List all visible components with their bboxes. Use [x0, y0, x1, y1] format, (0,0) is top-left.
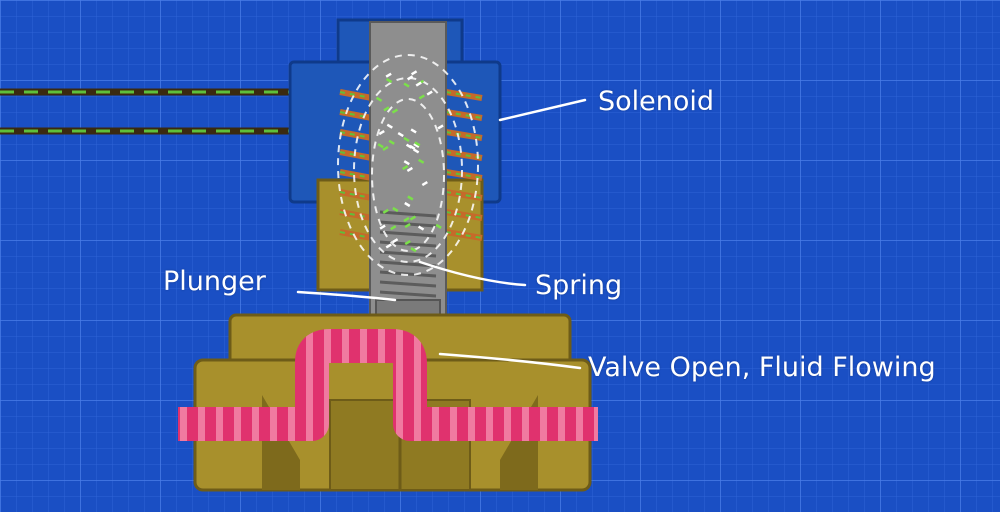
- field-particle: [377, 143, 384, 149]
- coil-wire-right: [445, 111, 483, 119]
- field-particle: [385, 243, 392, 249]
- coil-wire-right: [445, 231, 483, 239]
- field-particle: [382, 145, 389, 152]
- field-particle: [379, 224, 386, 230]
- field-particle: [404, 239, 411, 246]
- field-particle: [392, 206, 399, 213]
- spring-turn: [379, 210, 437, 218]
- field-particle: [410, 247, 417, 253]
- field-particle: [413, 142, 420, 149]
- coil-winding-left: [339, 89, 373, 101]
- field-particle: [417, 225, 425, 231]
- spring-turn: [379, 270, 437, 278]
- field-particle: [385, 77, 393, 84]
- field-particle: [410, 70, 418, 76]
- label-spring: Spring: [535, 270, 623, 301]
- spring-leader: [418, 260, 527, 287]
- field-particle: [388, 139, 395, 145]
- field-particle: [391, 238, 399, 244]
- coil-wire-right: [445, 211, 483, 219]
- field-particle: [406, 75, 414, 81]
- coil-winding-left: [339, 129, 373, 141]
- field-particle: [403, 82, 410, 88]
- spring-turn: [379, 290, 437, 298]
- solenoid-leader: [498, 98, 587, 122]
- field-particle: [413, 148, 420, 154]
- field-particle: [437, 124, 444, 130]
- coil-winding-left: [339, 229, 373, 241]
- label-solenoid: Solenoid: [598, 86, 715, 117]
- coil-wire-right: [445, 171, 483, 179]
- field-particle: [418, 158, 425, 164]
- field-particle: [435, 223, 442, 229]
- valve-leader: [438, 352, 582, 370]
- field-particle: [391, 108, 399, 114]
- coil-wire-right: [445, 131, 483, 139]
- field-particle: [404, 201, 411, 208]
- field-particle: [402, 164, 409, 171]
- coil-winding-left: [339, 169, 373, 181]
- field-particle: [409, 144, 416, 150]
- field-particle: [414, 141, 421, 147]
- field-particle: [375, 96, 383, 102]
- spring-turn: [379, 230, 437, 238]
- field-particle: [421, 180, 428, 187]
- magnetic-field-dots: [375, 70, 444, 253]
- coil-wire-right: [445, 151, 483, 159]
- field-particle: [418, 94, 425, 100]
- magnetic-field-icon: [337, 54, 479, 276]
- leader-lines: [296, 98, 587, 370]
- spring-turn: [379, 240, 437, 248]
- spring-icon: [379, 210, 437, 298]
- field-particle: [383, 106, 390, 112]
- field-particle: [403, 216, 410, 222]
- label-valve-open: Valve Open, Fluid Flowing: [588, 352, 936, 383]
- field-particle: [385, 72, 392, 78]
- field-particle: [386, 123, 393, 129]
- field-particle: [382, 208, 389, 214]
- field-particle: [397, 131, 404, 138]
- field-particle: [407, 195, 414, 201]
- field-particle: [415, 81, 422, 87]
- label-plunger: Plunger: [163, 266, 266, 297]
- coil-winding-left: [339, 149, 373, 161]
- coil-wire-right: [445, 191, 483, 199]
- solenoid-coil-icon: [339, 89, 483, 241]
- fluid-flow-icon: [178, 329, 598, 441]
- field-particle: [404, 222, 411, 229]
- field-particle: [390, 225, 397, 231]
- coil-wire-right: [445, 91, 483, 99]
- field-particle: [378, 129, 385, 136]
- field-particle: [426, 90, 433, 96]
- field-particle: [409, 215, 417, 221]
- spring-turn: [379, 280, 437, 288]
- field-particle: [403, 160, 410, 166]
- field-particle: [410, 128, 417, 134]
- plunger-leader: [296, 290, 397, 302]
- field-particle: [406, 166, 414, 173]
- field-particle: [403, 136, 410, 142]
- coil-winding-left: [339, 189, 373, 201]
